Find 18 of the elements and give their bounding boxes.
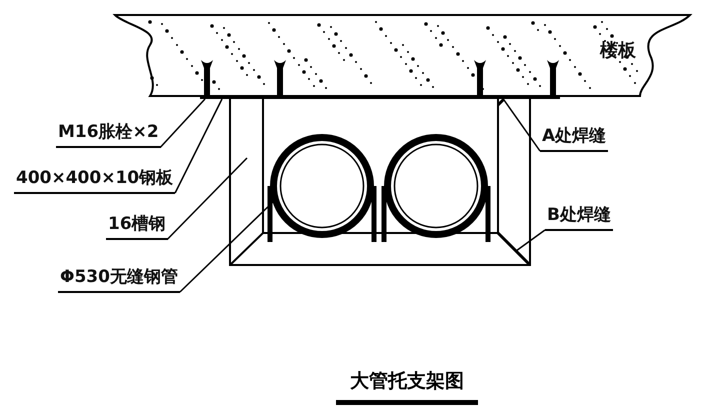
leader-line xyxy=(167,157,248,240)
leader-line xyxy=(174,98,223,194)
leader-line xyxy=(179,199,276,293)
steel-pipe xyxy=(270,134,374,238)
callout-text: M16胀栓×2 xyxy=(56,120,161,148)
steel-pipe xyxy=(384,134,488,238)
callout-text: A处焊缝 xyxy=(540,124,608,152)
caption: 大管托支架图 xyxy=(336,368,478,405)
weld-mark xyxy=(496,232,532,266)
callout-text: 16槽钢 xyxy=(106,212,168,240)
weld-mark xyxy=(496,98,506,106)
callout-text: B处焊缝 xyxy=(545,203,613,231)
callout-text: Φ530无缝钢管 xyxy=(58,265,180,293)
part-label: 楼板 xyxy=(600,39,636,62)
leader-line xyxy=(160,98,206,148)
callout-text: 400×400×10钢板 xyxy=(14,166,176,194)
leader-line xyxy=(516,229,546,252)
leader-line xyxy=(503,100,541,152)
